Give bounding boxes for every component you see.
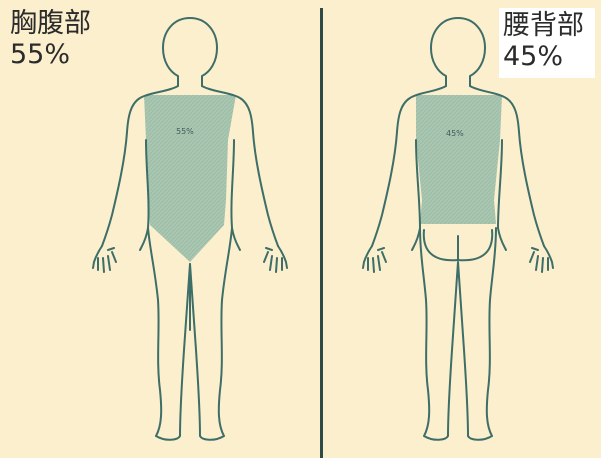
front-right-hand	[264, 246, 287, 272]
front-head	[163, 18, 217, 86]
front-left-hand	[93, 246, 116, 272]
back-buttocks	[424, 230, 492, 260]
back-percent: 45%	[503, 41, 591, 72]
front-inner-percent: 55%	[176, 127, 194, 136]
back-region-name: 腰背部	[503, 10, 591, 41]
back-shaded-region	[416, 95, 502, 224]
back-head	[431, 18, 485, 86]
back-inner-percent: 45%	[446, 129, 464, 138]
back-label: 腰背部 45%	[499, 8, 595, 78]
front-region-name: 胸腹部	[10, 8, 91, 39]
front-view-panel: 55% 胸腹部 55%	[0, 0, 320, 458]
front-shaded-region	[144, 95, 236, 262]
front-percent: 55%	[10, 39, 91, 70]
back-right-hand	[530, 246, 553, 272]
back-left-hand	[363, 246, 386, 272]
back-view-panel: 45% 腰背部 45%	[324, 0, 601, 458]
front-label: 胸腹部 55%	[10, 8, 91, 70]
center-divider	[320, 8, 323, 458]
